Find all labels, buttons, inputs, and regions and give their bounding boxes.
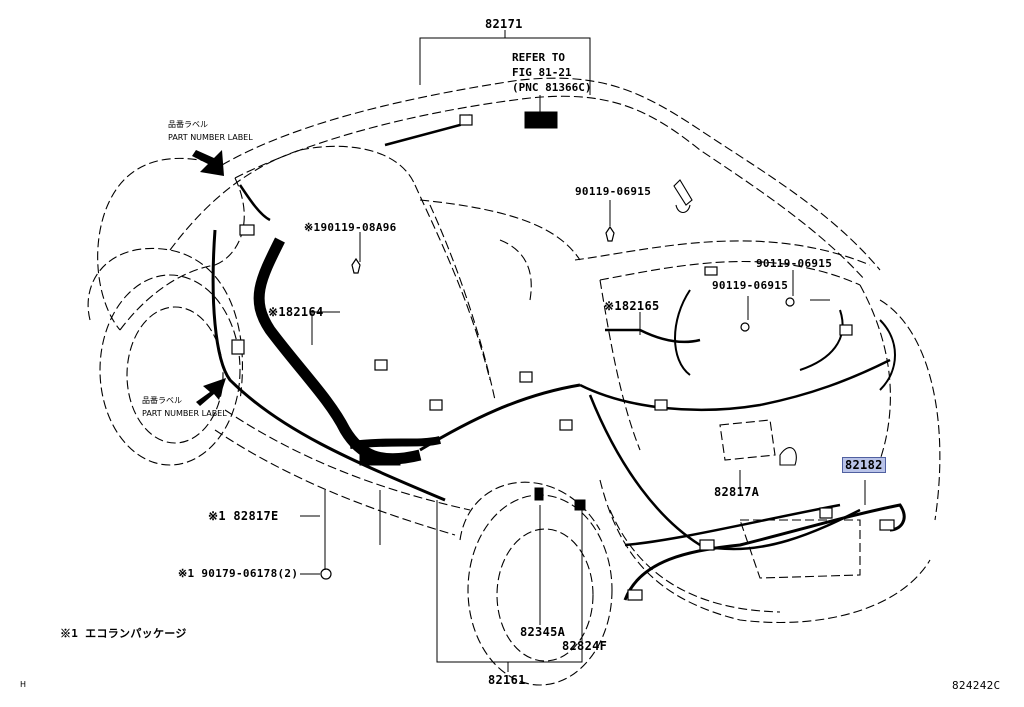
hatch-labels-stickers: [673, 179, 797, 466]
part-90119-08a96-label: ※190119-08A96: [304, 221, 397, 234]
part-90179-06178-label: ※1 90179-06178(2): [178, 567, 299, 580]
part-number-label-jp-top: 品番ラベル: [168, 120, 208, 129]
part-82345a-label: 82345A: [520, 625, 566, 639]
fasteners: [320, 225, 795, 580]
refer-line-2: FIG 81-21: [512, 66, 572, 79]
part-82182-highlight: 82182: [842, 457, 886, 473]
part-82817a-label: 82817A: [714, 485, 760, 499]
refer-to-note: REFER TO FIG 81-21 (PNC 81366C): [512, 50, 591, 95]
part-82824f-label: 82824F: [562, 639, 608, 653]
refer-line-3: (PNC 81366C): [512, 81, 592, 94]
part-82817e-label: ※1 82817E: [208, 509, 279, 523]
part-90119-06915-mid-label: 90119-06915: [712, 279, 789, 292]
part-90119-06915-right-label: 90119-06915: [756, 257, 833, 270]
part-82165-label: ※182165: [604, 299, 660, 313]
refer-line-1: REFER TO: [512, 51, 565, 64]
leader-lines: [300, 30, 866, 672]
part-number-label-jp-bottom: 品番ラベル: [142, 396, 182, 405]
part-number-label-arrows: [192, 150, 226, 406]
eco-run-package-note: ※1 エコランパッケージ: [60, 627, 187, 640]
illustration-id: 824242C: [952, 679, 1001, 692]
part-82164-label: ※182164: [268, 305, 324, 319]
part-82161-label: 82161: [488, 673, 526, 687]
part-82182-label: 82182: [842, 457, 886, 473]
part-number-label-en-bottom: PART NUMBER LABEL: [142, 409, 227, 418]
part-90119-06915-top-label: 90119-06915: [575, 185, 652, 198]
part-82171-label: 82171: [485, 17, 523, 31]
wiring-harness: [211, 111, 906, 601]
part-number-label-en-top: PART NUMBER LABEL: [168, 133, 253, 142]
corner-code-left: H: [20, 680, 27, 689]
